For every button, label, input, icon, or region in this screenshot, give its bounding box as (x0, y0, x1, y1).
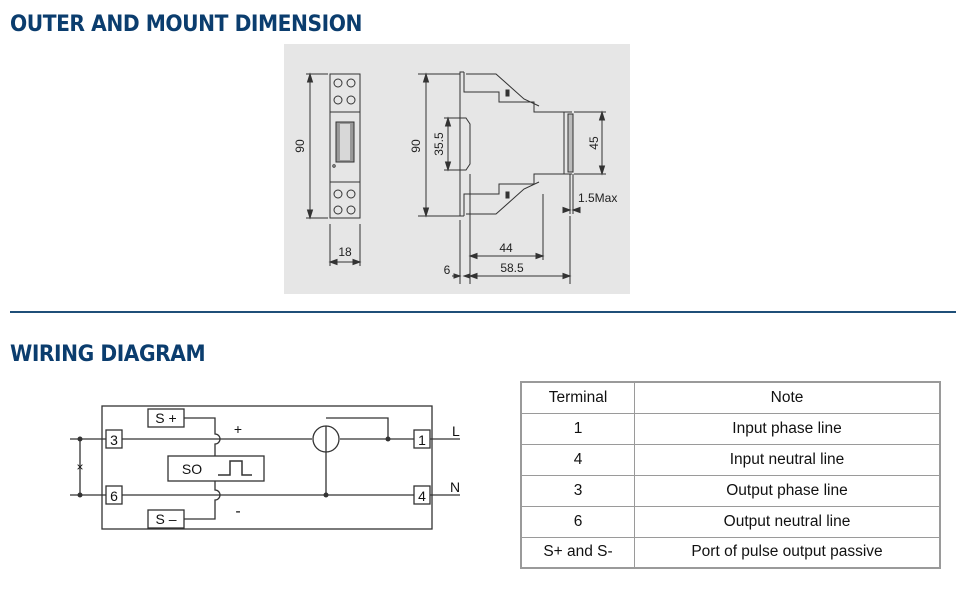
table-cell-terminal: 3 (520, 474, 635, 507)
section-divider (10, 311, 956, 313)
side-height-label: 90 (409, 139, 423, 153)
table-row: S+ and S- Port of pulse output passive (520, 536, 941, 569)
s-plus-label: S + (155, 410, 176, 426)
depth-total-label: 58.5 (500, 261, 524, 275)
so-label: SO (182, 461, 202, 477)
front-width-label: 18 (338, 245, 352, 259)
table-cell-note: Output neutral line (634, 505, 941, 538)
table-cell-note: Input phase line (634, 412, 941, 445)
table-cell-terminal: S+ and S- (520, 536, 635, 569)
plus-sign: + (234, 421, 242, 437)
x-mark: × (76, 460, 83, 474)
terminal-4-label: 4 (418, 488, 426, 504)
so-box (167, 455, 265, 482)
wiring-diagram: 3 6 1 4 S + S – SO + - L N × (70, 405, 460, 530)
table-row: 4 Input neutral line (520, 443, 941, 476)
line-label: L (452, 423, 460, 439)
table-header-row: Terminal Note (520, 381, 941, 414)
front-view-body (329, 73, 361, 219)
terminal-table: Terminal Note 1 Input phase line 4 Input… (520, 381, 941, 569)
offset-label: 6 (444, 263, 451, 277)
meter-outline (101, 405, 433, 530)
table-cell-terminal: 4 (520, 443, 635, 476)
minus-sign: - (235, 503, 240, 520)
terminal-3-label: 3 (110, 432, 118, 448)
terminal-1-label: 1 (418, 432, 426, 448)
table-header-note: Note (634, 381, 941, 414)
depth-body-label: 44 (499, 241, 513, 255)
table-cell-note: Output phase line (634, 474, 941, 507)
table-row: 1 Input phase line (520, 412, 941, 445)
s-minus-label: S – (155, 511, 176, 527)
table-cell-terminal: 1 (520, 412, 635, 445)
max-thickness-label: 1.5Max (578, 191, 617, 205)
terminal-6-label: 6 (110, 488, 118, 504)
body-height-label: 45 (587, 136, 601, 150)
table-cell-note: Input neutral line (634, 443, 941, 476)
table-cell-note: Port of pulse output passive (634, 536, 941, 569)
table-cell-terminal: 6 (520, 505, 635, 538)
table-row: 3 Output phase line (520, 474, 941, 507)
table-header-terminal: Terminal (520, 381, 635, 414)
rail-height-label: 35.5 (432, 132, 446, 156)
dimension-drawing: 90 18 90 35.5 45 1.5Max 44 58.5 6 (284, 44, 630, 294)
neutral-label: N (450, 479, 460, 495)
dimension-section-title: OUTER AND MOUNT DIMENSION (10, 12, 362, 37)
table-row: 6 Output neutral line (520, 505, 941, 538)
front-height-label: 90 (293, 139, 307, 153)
wiring-section-title: WIRING DIAGRAM (10, 342, 206, 367)
